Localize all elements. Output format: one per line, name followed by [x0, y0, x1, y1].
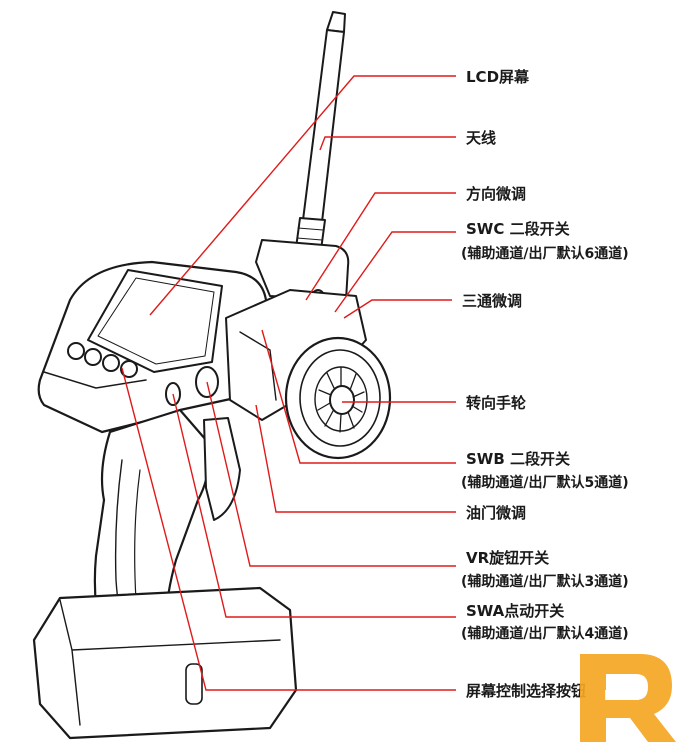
label-wheel: 转向手轮	[466, 394, 526, 412]
leader-swc	[334, 231, 456, 313]
r-fans-logo: FANS	[580, 654, 676, 742]
label-swc-title: SWC 二段开关	[466, 220, 570, 238]
leader-throttle-trim	[255, 404, 456, 513]
transmitter-drawing	[32, 11, 392, 740]
label-screen-buttons: 屏幕控制选择按钮	[466, 682, 586, 700]
label-swa-sub: (辅助通道/出厂默认4通道)	[461, 625, 629, 642]
leader-lcd	[149, 75, 456, 316]
antenna-shape	[295, 11, 346, 251]
logo-text: FANS	[604, 689, 642, 704]
leader-steering-trim	[305, 192, 456, 301]
label-swa-title: SWA点动开关	[466, 602, 564, 620]
leader-ch3-trim	[343, 299, 452, 319]
labels: LCD屏幕 天线 方向微调 SWC 二段开关 (辅助通道/出厂默认6通道) 三通…	[461, 68, 629, 700]
label-swc-sub: (辅助通道/出厂默认6通道)	[461, 245, 629, 262]
label-lcd: LCD屏幕	[466, 68, 530, 86]
label-antenna: 天线	[466, 129, 496, 147]
label-ch3-trim: 三通微调	[462, 292, 522, 310]
leader-lines	[121, 75, 456, 691]
label-swb-sub: (辅助通道/出厂默认5通道)	[461, 474, 629, 491]
leader-vr	[206, 381, 456, 567]
leader-antenna	[319, 136, 456, 151]
label-vr-title: VR旋钮开关	[466, 549, 549, 567]
leader-screen-buttons	[121, 367, 456, 691]
steering-wheel-shape	[284, 336, 392, 460]
leader-swa	[172, 393, 456, 618]
label-swb-title: SWB 二段开关	[466, 450, 570, 468]
label-steering-trim: 方向微调	[466, 185, 526, 203]
label-vr-sub: (辅助通道/出厂默认3通道)	[461, 573, 629, 590]
lcd-screen	[87, 269, 223, 373]
label-throttle-trim: 油门微调	[466, 504, 526, 522]
screen-buttons	[67, 342, 138, 378]
leader-swb	[261, 329, 456, 464]
